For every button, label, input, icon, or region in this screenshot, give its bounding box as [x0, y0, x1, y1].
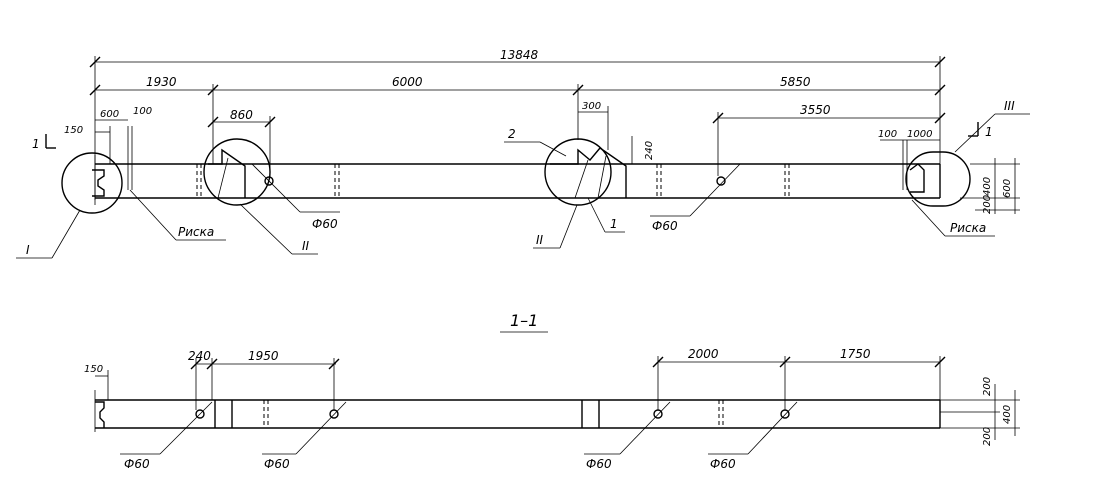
- leader-riska-left: [129, 189, 177, 241]
- section-hole-label-3: Ф60: [586, 457, 612, 471]
- view-label-2b: II: [536, 233, 544, 247]
- dim-860: 860: [230, 108, 253, 122]
- section-mark-right: 1: [985, 125, 993, 139]
- dim-3550: 3550: [800, 103, 831, 117]
- hole-label-right: Ф60: [652, 219, 678, 233]
- end-notch-right: [909, 163, 925, 193]
- dim-tick: [934, 84, 946, 96]
- leader-1: [51, 209, 81, 259]
- dim-tick: [206, 358, 218, 370]
- dim-600v: 600: [1002, 179, 1013, 198]
- callout-1: 1: [610, 217, 618, 231]
- section-hole-label-1: Ф60: [124, 457, 150, 471]
- dim-1930: 1930: [146, 75, 177, 89]
- dim-240-section: 240: [188, 349, 211, 363]
- callout-2: 2: [508, 127, 516, 141]
- hole-left-1: [264, 176, 274, 186]
- dim-tick: [934, 112, 946, 124]
- riska-label-left: Риска: [178, 225, 214, 239]
- view-label-2a: II: [302, 239, 310, 253]
- dim-240v: 240: [644, 141, 655, 160]
- section-end-notch: [95, 401, 105, 428]
- dim-tick: [207, 116, 219, 128]
- leader-riska-right: [911, 199, 946, 237]
- dim-400v: 400: [982, 177, 993, 196]
- dim-tick: [89, 56, 101, 68]
- dim-tick: [934, 56, 946, 68]
- section-hole-label-4: Ф60: [710, 457, 736, 471]
- dim-1750: 1750: [840, 347, 871, 361]
- section-mark-left: 1: [32, 137, 40, 151]
- dim-tick: [572, 84, 584, 96]
- dim-1000: 1000: [907, 129, 932, 140]
- leader-3: [954, 113, 996, 153]
- detail-circle-1: [61, 152, 123, 214]
- section-hole-label-2: Ф60: [264, 457, 290, 471]
- end-notch: [92, 169, 105, 197]
- dim-tick: [328, 358, 340, 370]
- leader-section-hole-4: [747, 401, 798, 455]
- dim-1950: 1950: [248, 349, 279, 363]
- section-view: 1–1 150 240 1950: [84, 311, 1020, 471]
- top-view: 13848 1930 6000 5850 600 100 150 1 860 3…: [16, 48, 1030, 259]
- dim-150: 150: [64, 125, 83, 136]
- dim-150-section: 150: [84, 364, 103, 375]
- step-joint-center: [550, 147, 627, 198]
- section-hole-1: [195, 409, 205, 419]
- dim-6000: 6000: [392, 75, 423, 89]
- dim-600: 600: [100, 109, 119, 120]
- dim-tick: [712, 112, 724, 124]
- detail-circle-3: [905, 151, 971, 207]
- view-label-1: I: [26, 243, 30, 257]
- dim-100a: 100: [133, 106, 152, 117]
- dim-tick: [652, 356, 664, 368]
- leader-2: [539, 141, 567, 157]
- dim-tick: [89, 84, 101, 96]
- joint-hatch: [597, 155, 607, 199]
- leader-2b: [559, 204, 578, 249]
- dim-400: 400: [1002, 405, 1013, 424]
- dim-tick: [207, 84, 219, 96]
- dim-tick: [934, 356, 946, 368]
- dim-300: 300: [582, 101, 601, 112]
- dim-tick: [264, 116, 276, 128]
- leader-section-hole-2: [295, 401, 347, 455]
- section-title: 1–1: [510, 311, 538, 330]
- hole-right-1: [716, 176, 726, 186]
- dim-200a: 200: [982, 377, 993, 396]
- hole-label-left: Ф60: [312, 217, 338, 231]
- leader-1c: [587, 197, 606, 233]
- leader-section-hole-3: [619, 401, 671, 455]
- leader-section-hole-1: [159, 401, 213, 455]
- dim-tick: [190, 358, 202, 370]
- joint-hatch: [217, 157, 229, 199]
- riska-label-right: Риска: [950, 221, 986, 235]
- dim-2000: 2000: [688, 347, 719, 361]
- dim-5850: 5850: [780, 75, 811, 89]
- dim-200b: 200: [982, 427, 993, 446]
- leader-hole-left: [251, 163, 301, 213]
- dim-tick: [779, 356, 791, 368]
- dim-100b: 100: [878, 129, 897, 140]
- leader-2a: [239, 203, 293, 255]
- dim-total: 13848: [500, 48, 539, 62]
- view-label-3: III: [1004, 99, 1015, 113]
- step-joint-left: [208, 148, 246, 198]
- joint-hatch: [574, 159, 589, 199]
- dim-200v: 200: [982, 195, 993, 214]
- leader-hole-right: [689, 163, 741, 217]
